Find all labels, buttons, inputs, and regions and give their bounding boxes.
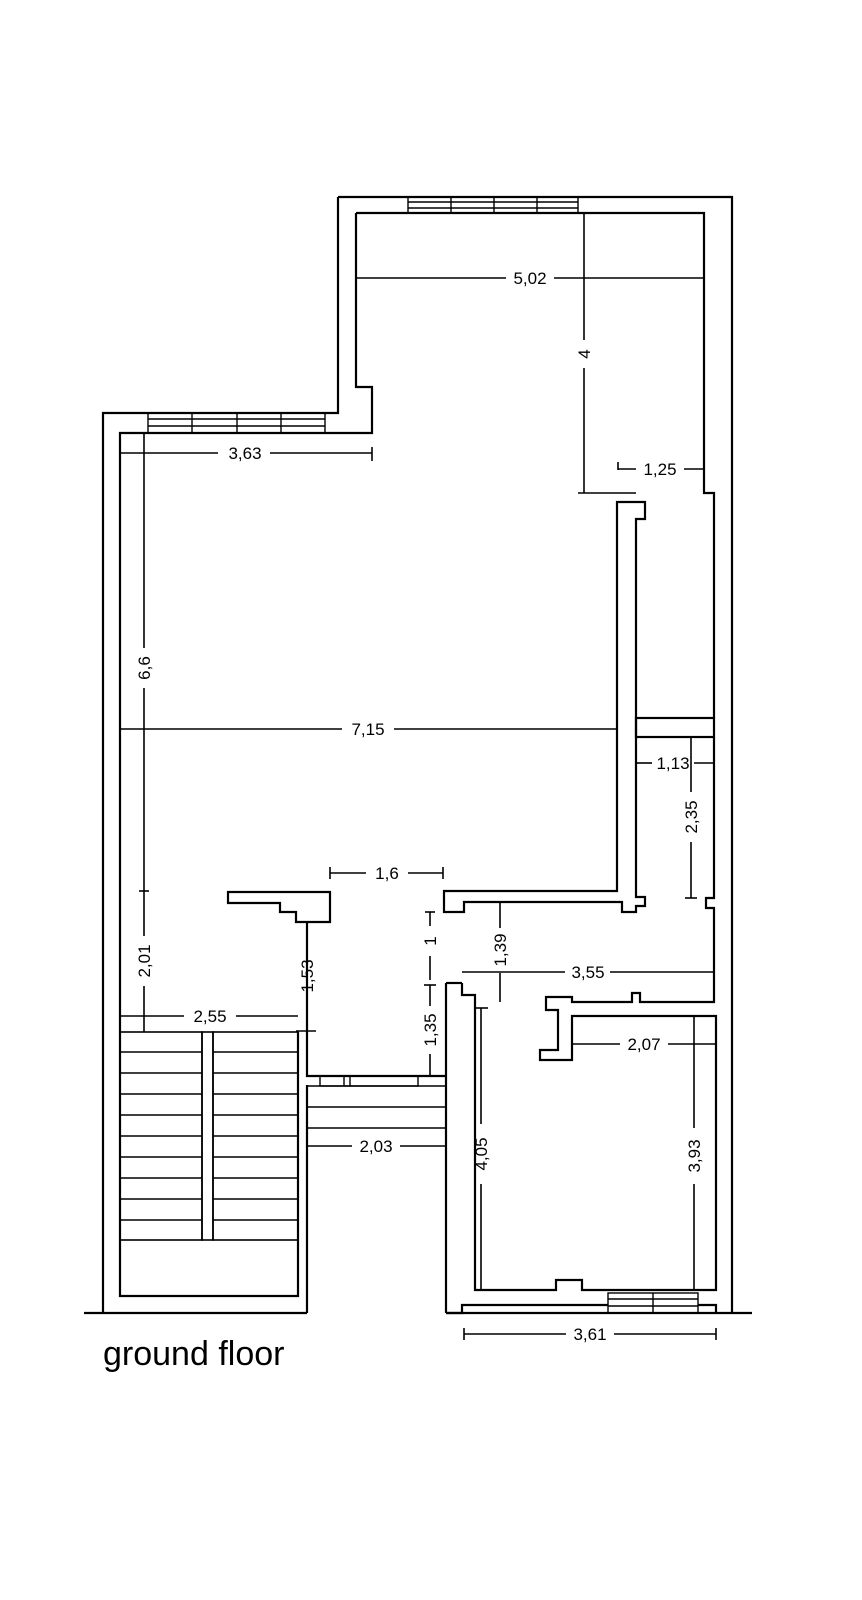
stair-treads-right: [213, 1051, 298, 1221]
floor-title: ground floor: [103, 1335, 285, 1373]
dim-label-1-13: 1,13: [656, 754, 689, 773]
window-bottom: [607, 1292, 699, 1314]
entrance-steps: [307, 1085, 446, 1129]
stair-treads-left: [120, 1051, 202, 1221]
dim-label-6-6: 6,6: [135, 656, 154, 680]
dim-label-1-53: 1,53: [298, 959, 317, 992]
window-top: [407, 196, 579, 214]
dim-label-7-15: 7,15: [351, 720, 384, 739]
dimension-labels: 5,02 4 3,63 1,25 6,6 7,15 1,13 2,35 1,6 …: [135, 269, 704, 1344]
dim-label-2-01: 2,01: [135, 944, 154, 977]
dim-label-3-63: 3,63: [228, 444, 261, 463]
staircase: [119, 1031, 446, 1241]
dim-label-1-6: 1,6: [375, 864, 399, 883]
dim-label-2-07: 2,07: [627, 1035, 660, 1054]
interior-partitions: [226, 500, 716, 1078]
dim-label-4-05: 4,05: [472, 1137, 491, 1170]
dim-label-1: 1: [421, 936, 440, 945]
dim-label-1-39: 1,39: [491, 933, 510, 966]
dim-label-2-55: 2,55: [193, 1007, 226, 1026]
dim-label-2-03: 2,03: [359, 1137, 392, 1156]
window-left: [147, 412, 326, 434]
dim-label-1-35: 1,35: [421, 1013, 440, 1046]
dim-label-5-02: 5,02: [513, 269, 546, 288]
windows: [147, 196, 699, 1314]
dimension-lines: [120, 213, 717, 1340]
window-landing: [319, 1075, 419, 1087]
dim-label-4: 4: [575, 349, 594, 358]
dim-label-3-61: 3,61: [573, 1325, 606, 1344]
exterior-walls: [84, 195, 752, 1315]
dim-label-1-25: 1,25: [643, 460, 676, 479]
dim-label-2-35: 2,35: [682, 800, 701, 833]
dim-label-3-93: 3,93: [685, 1139, 704, 1172]
dim-label-3-55: 3,55: [571, 963, 604, 982]
